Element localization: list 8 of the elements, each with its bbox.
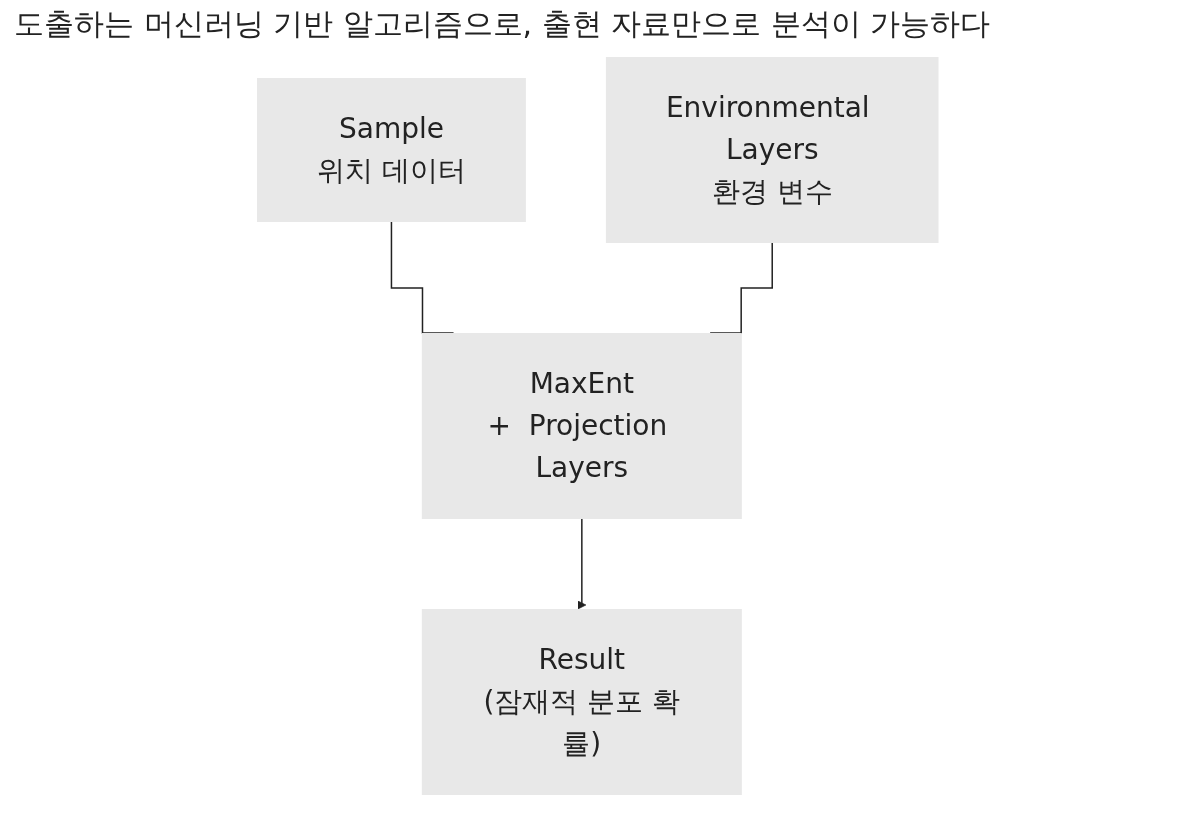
arrow [577, 518, 587, 610]
connector [390, 221, 455, 334]
intro-text: 도출하는 머신러닝 기반 알고리즘으로, 출현 자료만으로 분석이 가능하다 [13, 5, 992, 43]
node-box: MaxEnt + Projection Layers [422, 333, 743, 519]
connector [709, 242, 774, 334]
node-box: Environmental Layers 환경 변수 [606, 57, 939, 243]
node-box: Sample 위치 데이터 [257, 78, 527, 222]
node-box: Result (잠재적 분포 확률) [422, 609, 743, 795]
